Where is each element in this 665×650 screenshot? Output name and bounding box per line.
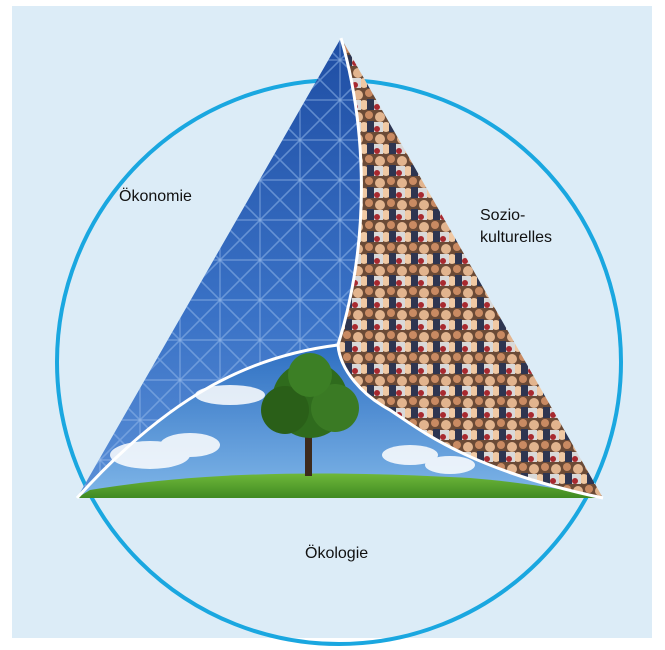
tree-icon — [261, 353, 359, 476]
grass — [77, 473, 603, 498]
seam-economy-ecology — [75, 343, 339, 500]
label-sociocultural: Sozio- kulturelles — [480, 205, 552, 249]
seam-economy-social — [336, 37, 363, 346]
economy-structure-overlay — [77, 38, 362, 498]
label-sociocultural-line1: Sozio- — [480, 207, 526, 224]
seam-ecology-social — [336, 344, 604, 500]
label-economy: Ökonomie — [119, 188, 192, 205]
sociocultural-section — [338, 38, 603, 498]
label-ecology: Ökologie — [305, 545, 369, 562]
label-sociocultural-line2: kulturelles — [480, 229, 553, 246]
clouds — [110, 385, 475, 474]
